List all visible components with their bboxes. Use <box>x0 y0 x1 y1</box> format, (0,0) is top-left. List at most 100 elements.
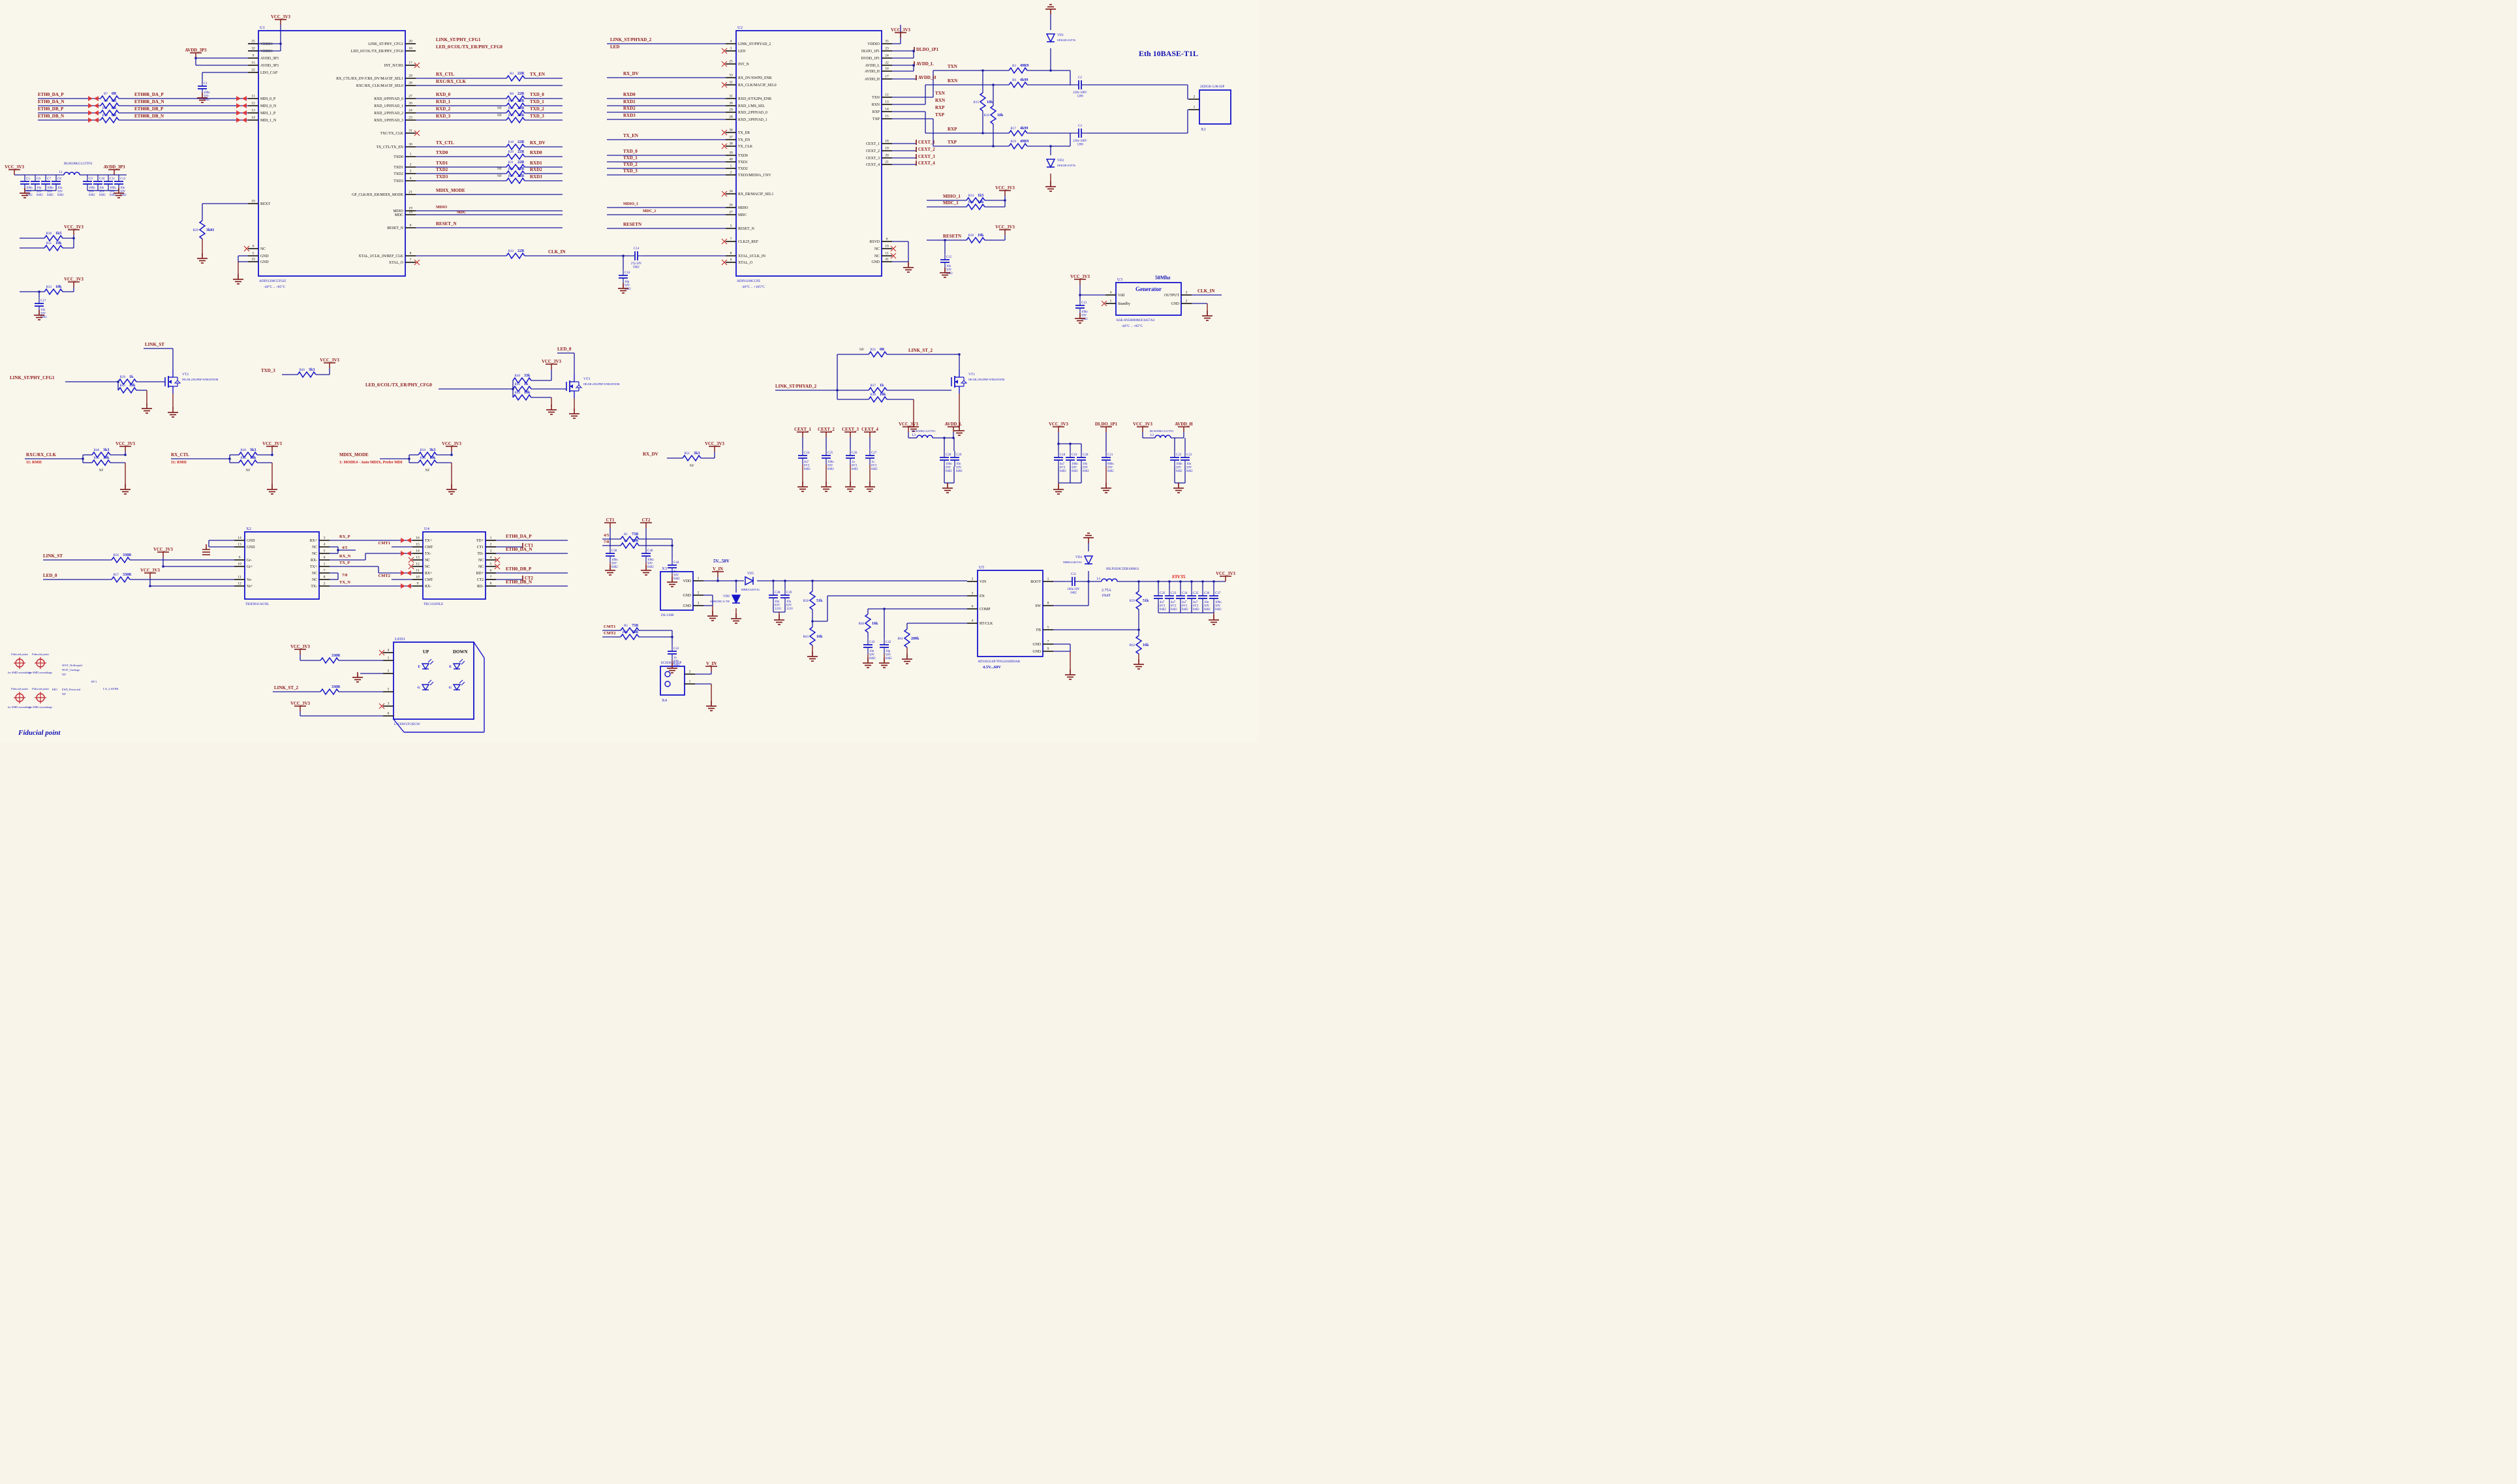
pin-num: 1 <box>730 164 732 168</box>
cap-val: 100n <box>89 187 95 190</box>
power-flag-VCC_3V3: VCC_3V3 <box>899 422 918 427</box>
pin-name: REXT <box>260 202 271 206</box>
res-ref-R35: R35 <box>871 348 876 352</box>
pin-num: 3 <box>490 549 492 553</box>
res-ref-R51: R51 <box>685 452 690 456</box>
pin-num: 10 <box>416 576 420 580</box>
pin-num: 29 <box>729 108 733 112</box>
diode-body <box>731 595 741 604</box>
label-for-smd-assemblage: for SMD assemblage <box>29 671 52 674</box>
cap-ref: C6 <box>37 178 40 181</box>
res-val: 22R <box>517 174 525 178</box>
resistor-body <box>620 542 640 549</box>
label-led-0: LED_0 <box>557 347 572 352</box>
cap-ref: C1 <box>204 82 208 85</box>
label-rxd0: RXD0 <box>530 150 542 155</box>
diode-body <box>1083 555 1094 565</box>
res-ref-R11: R11 <box>102 107 108 110</box>
cap-ref: C14 <box>634 247 640 251</box>
pin-name: MDI_0_P <box>260 97 275 101</box>
junction-dot <box>952 437 955 439</box>
cap-val: 10n <box>1186 463 1192 466</box>
pin-name: RXD_3/PHYAD_1 <box>738 118 767 122</box>
power-flag-VCC_3V3: VCC_3V3 <box>320 358 339 363</box>
power-flag-VCC_3V3: VCC_3V3 <box>64 225 84 230</box>
pin-name: Standby <box>1118 302 1130 306</box>
cap-val: 10n <box>946 265 951 268</box>
pin-name: GND <box>1032 643 1041 647</box>
pin-name: MDI_0_N <box>260 104 277 108</box>
label-4-5: 4/5 <box>342 546 348 550</box>
pin-name: AVDD_3P3 <box>260 57 279 61</box>
pin-name: AVDD_H <box>865 78 880 82</box>
label-eth0-da-p: ETH0_DA_P <box>506 534 532 539</box>
power-flag-VCC_3V3: VCC_3V3 <box>5 165 24 170</box>
pin-num: 2 <box>1194 95 1196 99</box>
led-ray <box>429 660 434 665</box>
pin-num: 36 <box>729 129 733 132</box>
cap-val: 50V <box>37 190 42 193</box>
res-val: 10k <box>997 114 1004 117</box>
pin-name: RXD_0/PHYAD_0 <box>374 97 403 101</box>
res-val: 330R <box>123 573 132 577</box>
res-ref-R9: R9 <box>104 100 108 103</box>
junction-dot <box>149 585 151 587</box>
pin-num: 9 <box>239 556 241 560</box>
resistor-body <box>868 386 888 394</box>
no-connect-x <box>721 129 728 136</box>
label-txd2: TXD2 <box>436 167 448 172</box>
cap-val: 6V3 <box>804 464 810 467</box>
pin-name: AVDD_3P3 <box>260 64 279 68</box>
res-ref-R54: R54 <box>420 457 426 460</box>
label-link-st-2: LINK_ST_2 <box>908 348 933 353</box>
junction-dot <box>944 239 946 241</box>
cap-val: 27p 50V <box>631 262 642 266</box>
cap-val: 50V <box>204 95 209 98</box>
resistor-body <box>506 116 525 124</box>
pin-num: 19 <box>409 207 412 211</box>
pin-num: 1 <box>689 680 691 684</box>
pin-name: LINK_ST/PHYAD_2 <box>738 42 771 46</box>
ic-U1-ref: U1 <box>260 25 265 30</box>
junction-dot <box>1179 580 1182 583</box>
pin-name: RSVD <box>870 240 880 244</box>
fet-bodydiode <box>174 380 181 384</box>
label-tx-p: TX_P <box>339 561 350 565</box>
pin-num: 35 <box>885 40 889 44</box>
resistor-body <box>100 116 119 124</box>
pin-num: 27 <box>409 95 412 99</box>
port-CEXT_2: CEXT_2 <box>918 147 935 152</box>
pin-name: RX+ <box>310 539 317 543</box>
ic-LED1-part: L-130WCP/2EGW <box>394 722 420 726</box>
pin-num: 5 <box>730 224 732 228</box>
pin-name: NC <box>478 565 484 569</box>
resistor-body <box>506 177 525 185</box>
pin-num: 4 <box>324 543 326 547</box>
label-5v-50v: 5V...50V <box>713 559 730 564</box>
no-connect-x <box>414 130 420 136</box>
junction-dot <box>162 565 164 568</box>
cap-val: 0402 <box>886 657 892 660</box>
junction-dot <box>117 380 119 383</box>
res-ref-R32: R32 <box>508 250 514 253</box>
cap-val: 0402 <box>804 468 811 471</box>
res-ref-R14: R14 <box>508 114 514 117</box>
testpoint-icon <box>88 103 93 108</box>
label-rx-ctl: RX_CTL <box>171 452 189 457</box>
label-rxd1: RXD1 <box>530 161 542 166</box>
res-val: 22R <box>517 72 525 76</box>
resistor-body <box>100 102 119 110</box>
cap-val: 220n 100V <box>1073 140 1087 143</box>
pin-name: CT2 <box>477 578 484 582</box>
label-not-garbage: NOT_Garbage <box>62 668 80 672</box>
resistor-body <box>91 459 111 467</box>
cap-val: 50V <box>886 653 891 657</box>
pin-num: 2 <box>689 670 691 674</box>
label-fiducial-point: Fiducial point <box>18 729 61 737</box>
cap-val: 0402 <box>57 194 64 197</box>
pin-num: 6 <box>886 238 888 241</box>
pin-num: 6 <box>972 605 974 609</box>
res-val: 10k <box>978 234 984 238</box>
pin-num: 23 <box>885 47 889 51</box>
res-val: 22R <box>517 249 525 253</box>
